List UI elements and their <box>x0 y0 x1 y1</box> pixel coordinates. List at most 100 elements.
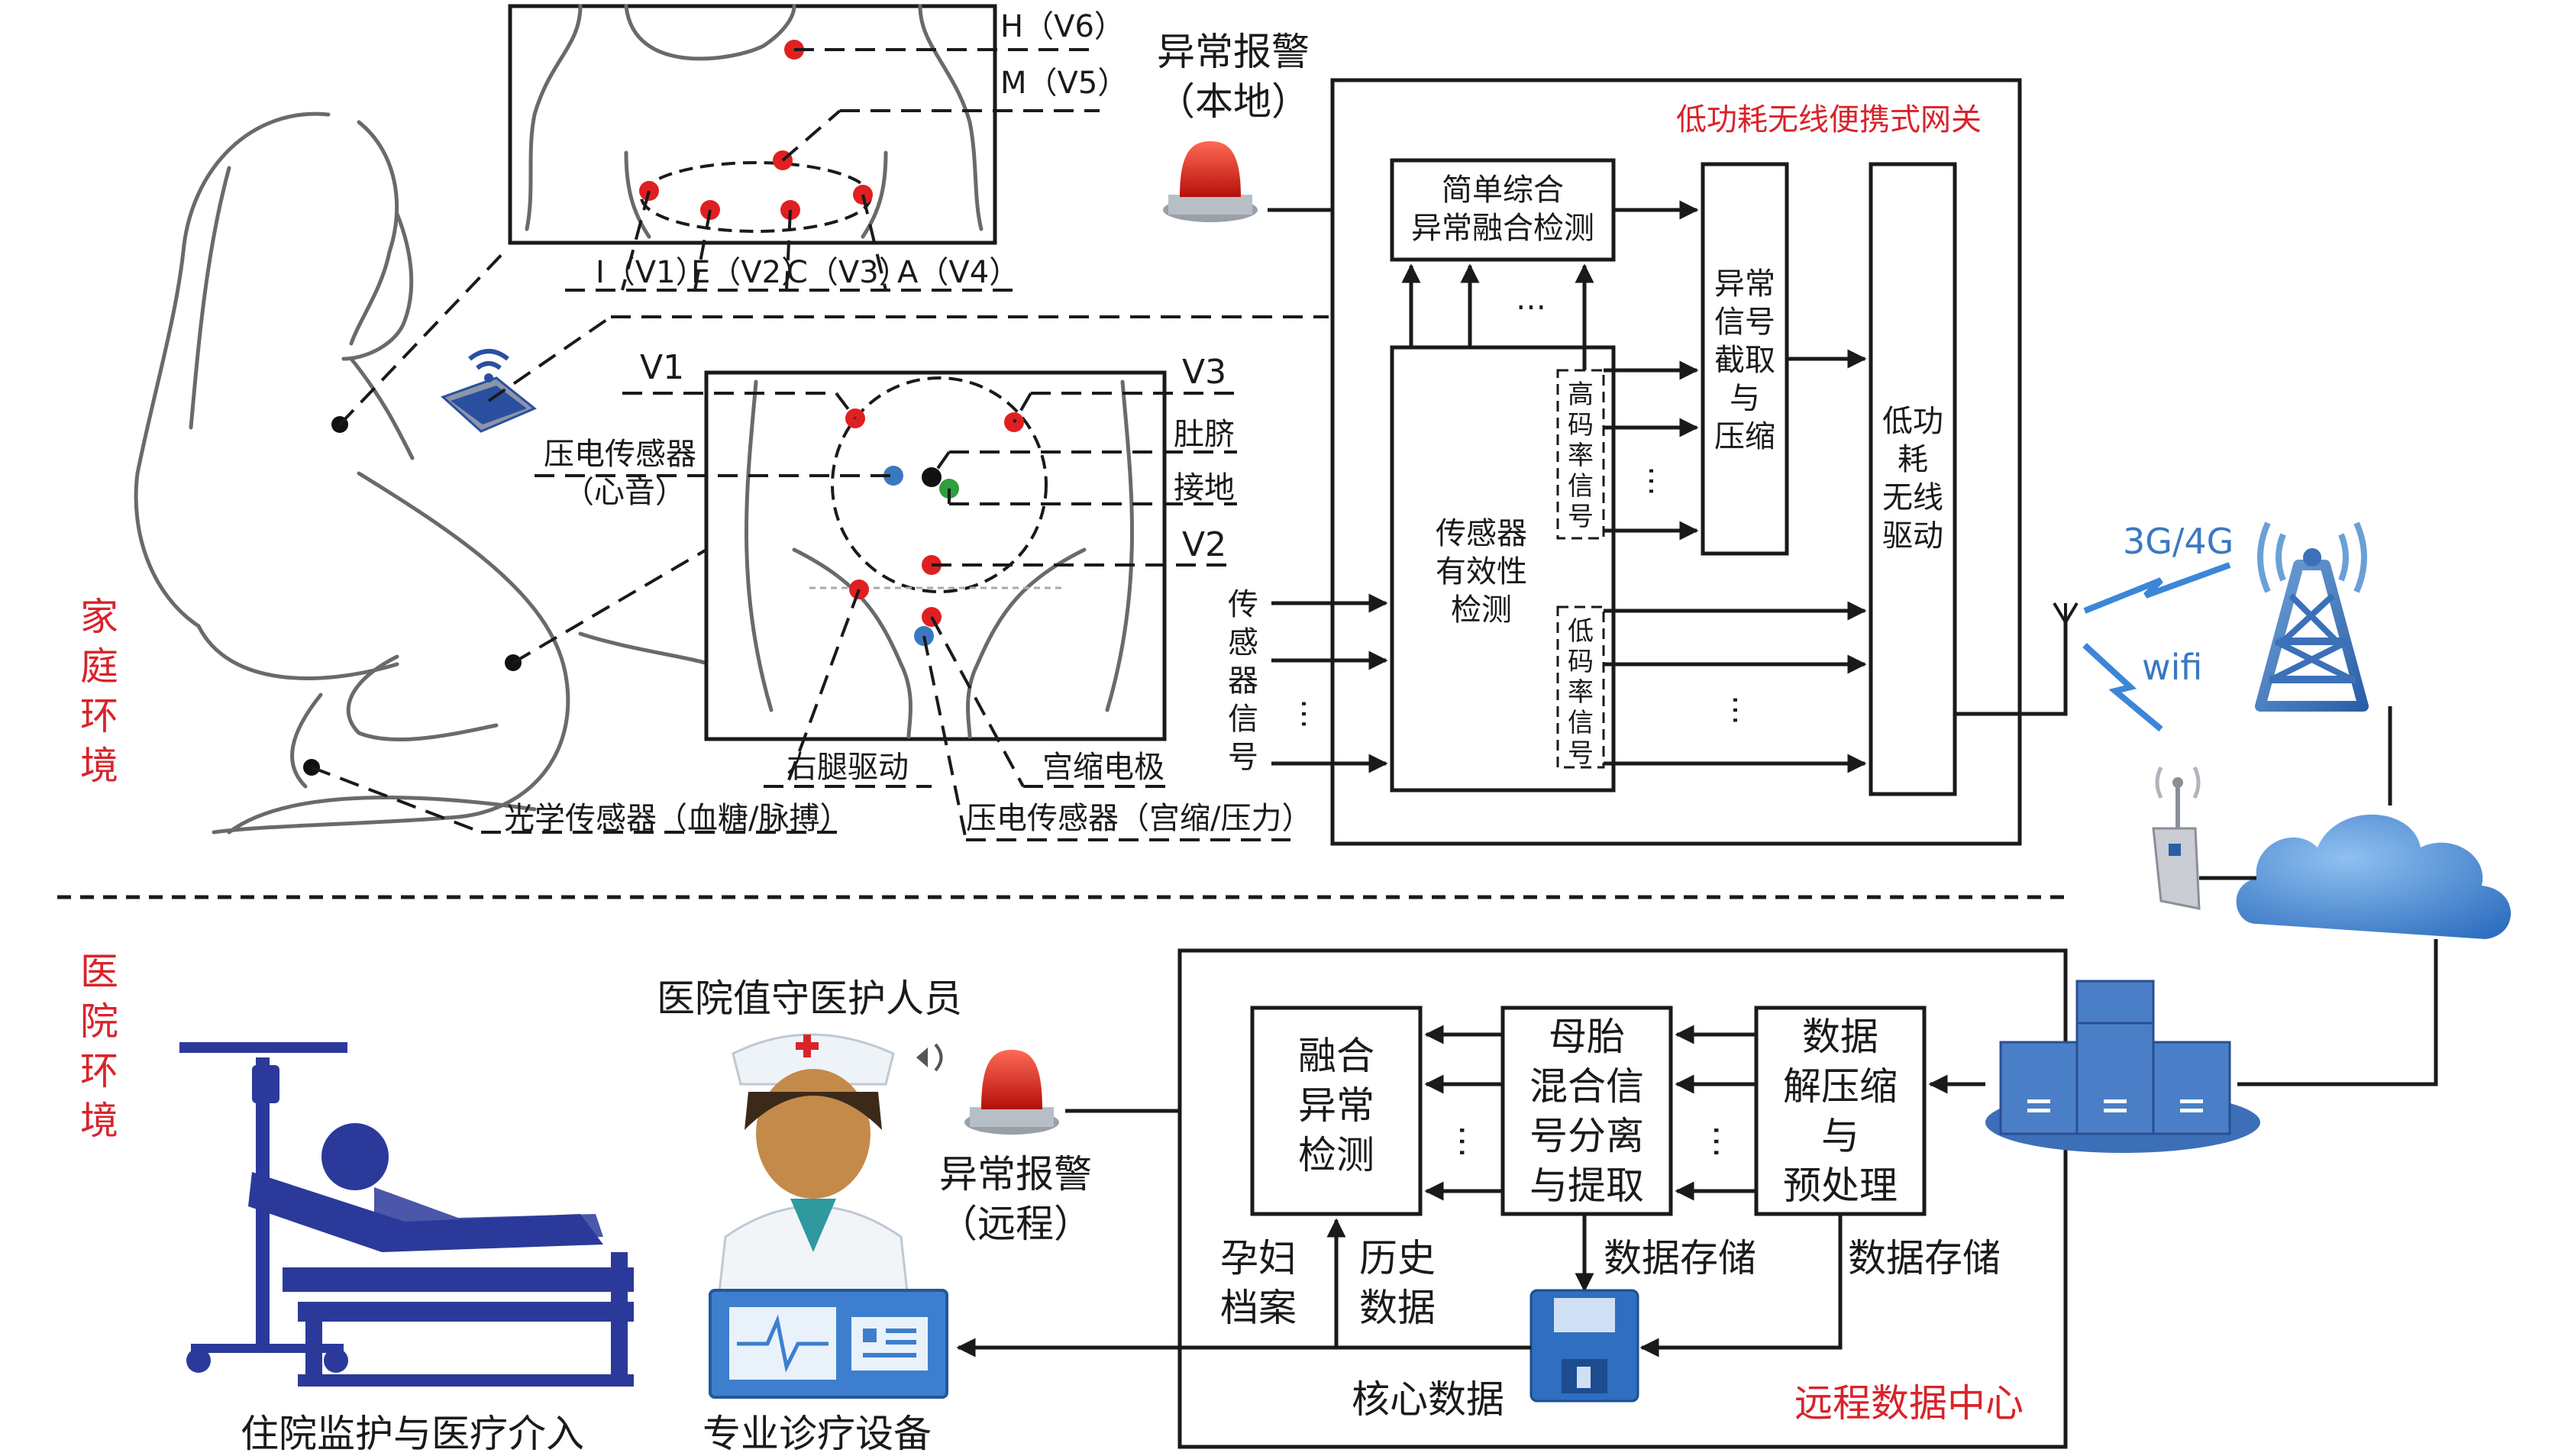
capture-line: 压缩 <box>1714 419 1775 454</box>
fusion-line: 融合 <box>1298 1034 1374 1078</box>
sensor-signal-char: 感 <box>1228 625 1258 660</box>
label-piezo-heart-sub: （心音） <box>564 475 686 510</box>
lightning-3g-icon <box>2083 562 2231 614</box>
label-e-v2: E（V2） <box>691 255 812 290</box>
sensor-signal-char: 信 <box>1228 702 1258 737</box>
label-v2: V2 <box>1182 525 1226 564</box>
decompress-line: 预处理 <box>1783 1164 1898 1208</box>
ellipsis: … <box>1706 1125 1745 1158</box>
label-m-v5: M（V5） <box>1000 66 1128 101</box>
cell-tower-icon <box>2255 521 2369 712</box>
fusion-box <box>1250 1006 1423 1216</box>
env-char: 境 <box>80 744 118 788</box>
separation-line: 混合信 <box>1529 1064 1644 1109</box>
history-line: 数据 <box>1359 1286 1436 1330</box>
alarm-local-sub: （本地） <box>1157 79 1310 124</box>
label-piezo-heart: 压电传感器 <box>544 437 696 472</box>
lightning-wifi-icon <box>2082 643 2163 732</box>
drive-line: 低功 <box>1882 404 1943 439</box>
ellipsis: … <box>1294 699 1329 729</box>
env-char: 环 <box>80 694 118 738</box>
data-center-title: 远程数据中心 <box>1794 1381 2024 1425</box>
capture-line: 异常 <box>1714 266 1775 302</box>
label-wifi: wifi <box>2142 647 2202 688</box>
label-navel: 肚脐 <box>1174 417 1235 452</box>
nurse-icon <box>716 1033 943 1307</box>
sensor-signal-char: 器 <box>1228 663 1258 699</box>
decompress-box <box>1754 1006 1927 1216</box>
drive-line: 无线 <box>1882 480 1943 515</box>
fusion-line: 异常 <box>1298 1083 1374 1128</box>
drive-line: 驱动 <box>1882 518 1943 554</box>
high-rate-char: 号 <box>1568 502 1594 532</box>
label-h-v6: H（V6） <box>1000 9 1125 44</box>
label-3g4g: 3G/4G <box>2123 521 2234 562</box>
separation-line: 号分离 <box>1529 1114 1644 1158</box>
high-rate-char: 信 <box>1568 471 1594 502</box>
label-piezo-contraction: 压电传感器（宫缩/压力） <box>966 801 1312 836</box>
sensor-valid-line: 传感器 <box>1436 516 1527 551</box>
ellipsis: … <box>1516 282 1546 317</box>
abdomen-electrode-inset <box>535 370 1290 841</box>
low-rate-box <box>1556 605 1605 769</box>
hospital-bed-icon <box>179 1042 634 1387</box>
label-uterine-electrode: 宫缩电极 <box>1042 750 1164 785</box>
local-alarm-icon <box>1163 141 1258 222</box>
ellipsis: … <box>1726 695 1761 725</box>
separation-box <box>1500 1006 1673 1216</box>
wifi-router-icon <box>2152 766 2201 910</box>
staff-label: 医院值守医护人员 <box>657 977 962 1021</box>
device-label: 专业诊疗设备 <box>703 1412 932 1456</box>
env-char: 庭 <box>80 644 118 689</box>
alarm-remote-sub: （远程） <box>939 1202 1092 1246</box>
low-rate-char: 码 <box>1568 647 1594 677</box>
label-ground: 接地 <box>1174 470 1235 505</box>
high-rate-char: 码 <box>1568 410 1594 441</box>
env-char: 境 <box>80 1099 118 1143</box>
decompress-line: 数据 <box>1802 1015 1878 1059</box>
simple-fusion-box <box>1390 158 1616 262</box>
hospital-env-label: 医 院 环 境 <box>80 950 118 1143</box>
inpatient-label: 住院监护与医疗介入 <box>241 1412 584 1456</box>
low-power-drive-box <box>1869 162 1957 796</box>
env-char: 医 <box>80 950 118 994</box>
chest-electrode-inset <box>508 4 1100 292</box>
decompress-line: 与 <box>1821 1114 1859 1158</box>
label-v1: V1 <box>640 348 684 387</box>
ellipsis: … <box>1452 1125 1491 1158</box>
server-stack-icon <box>1985 980 2260 1153</box>
home-env-label: 家 庭 环 境 <box>80 595 118 788</box>
remote-alarm-icon <box>964 1050 1059 1135</box>
env-char: 家 <box>80 595 118 639</box>
alarm-local-label: 异常报警 <box>1157 30 1310 74</box>
env-char: 环 <box>80 1049 118 1093</box>
sensor-valid-line: 有效性 <box>1436 554 1527 589</box>
label-right-leg-drive: 右腿驱动 <box>787 750 909 785</box>
wearable-device-icon <box>441 349 537 433</box>
capture-line: 信号 <box>1714 305 1775 340</box>
sensor-signal-char: 号 <box>1228 740 1258 775</box>
low-rate-char: 信 <box>1568 708 1594 738</box>
low-rate-char: 低 <box>1568 616 1594 647</box>
label-v3: V3 <box>1182 353 1226 392</box>
storage-label-2: 数据存储 <box>1848 1236 2001 1280</box>
gateway-title: 低功耗无线便携式网关 <box>1676 102 1982 137</box>
fusion-line: 检测 <box>1298 1133 1374 1177</box>
env-char: 院 <box>80 999 118 1044</box>
label-a-v4: A（V4） <box>897 255 1019 290</box>
alarm-remote-label: 异常报警 <box>939 1152 1092 1196</box>
label-optical-sensor: 光学传感器（血糖/脉搏） <box>504 801 850 836</box>
drive-line: 耗 <box>1898 442 1928 477</box>
low-rate-char: 率 <box>1568 677 1594 708</box>
simple-fusion-line: 异常融合检测 <box>1411 211 1594 246</box>
sensor-signal-char: 传 <box>1228 587 1258 622</box>
capture-line: 与 <box>1730 381 1760 416</box>
archive-line: 孕妇 <box>1220 1236 1297 1280</box>
diagnostic-device-icon <box>709 1289 948 1399</box>
high-rate-char: 高 <box>1568 379 1594 410</box>
archive-line: 档案 <box>1220 1286 1297 1330</box>
low-rate-char: 号 <box>1568 738 1594 769</box>
high-rate-char: 率 <box>1568 441 1594 471</box>
cloud-icon <box>2236 814 2511 939</box>
